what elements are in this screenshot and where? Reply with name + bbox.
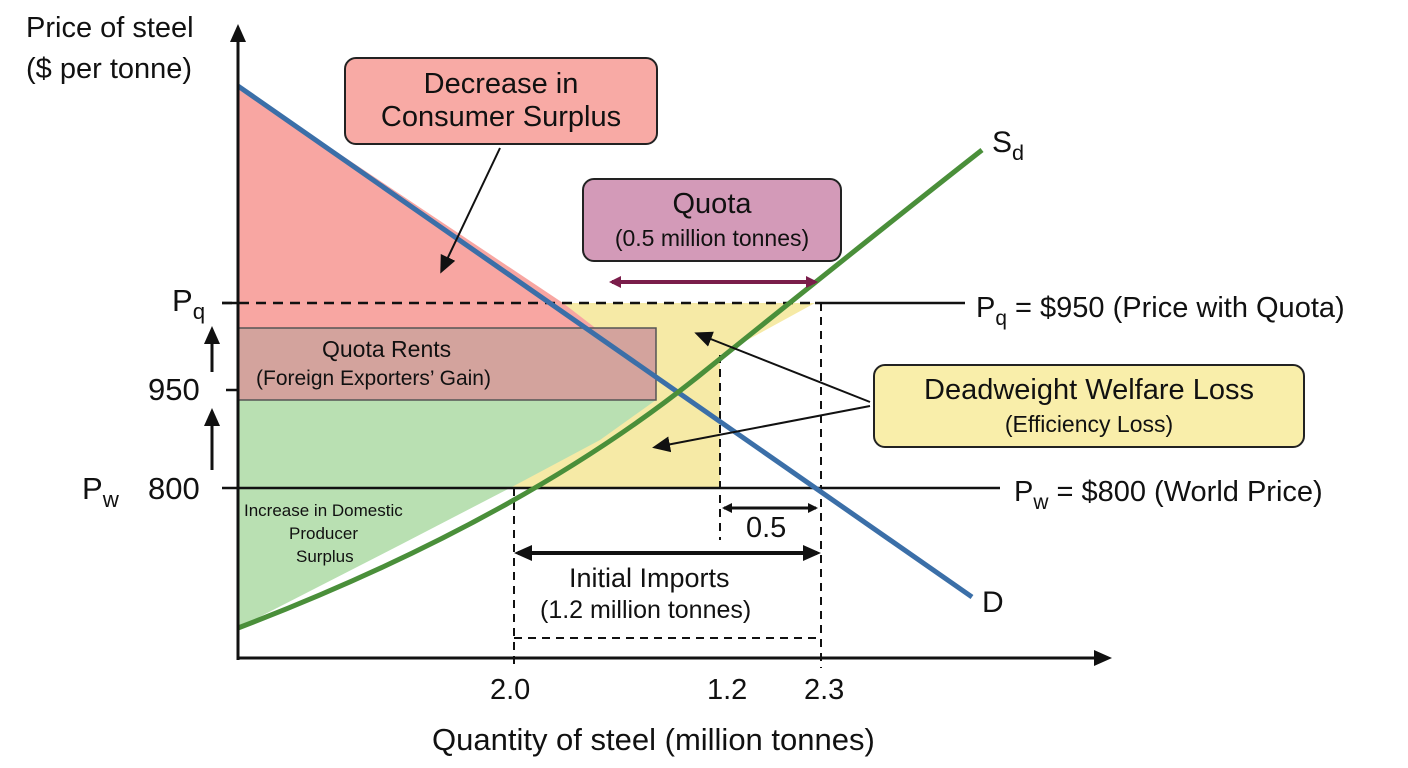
producer-surplus-line2: Producer	[289, 524, 358, 543]
producer-surplus-line3: Surplus	[296, 547, 354, 566]
dwl-pointer-upper	[694, 331, 871, 403]
y-axis-title-line2: ($ per tonne)	[26, 53, 193, 85]
world-price-label: Pw = $800 (World Price)	[1014, 476, 1323, 514]
deadweight-loss-callout[interactable]: Deadweight Welfare Loss (Efficiency Loss…	[873, 364, 1305, 448]
x-tick-label: 2.0	[490, 674, 531, 706]
quota-price-label: Pq = $950 (Price with Quota)	[976, 292, 1345, 330]
demand-curve	[236, 83, 974, 600]
consumer-surplus-callout[interactable]: Decrease in Consumer Surplus	[344, 57, 658, 145]
y-tick-label-pq: Pq	[172, 283, 206, 325]
quota-callout-sub: (0.5 million tonnes)	[614, 225, 810, 251]
quota-rents-sub: (Foreign Exporters’ Gain)	[256, 367, 491, 390]
demand-curve-label: D	[982, 586, 1004, 619]
consumer-callout-line2: Consumer Surplus	[380, 101, 622, 133]
x-tick-label: 1.2	[707, 674, 748, 706]
y-tick-label-950: 950	[148, 372, 200, 407]
consumer-surplus-lower	[238, 303, 598, 329]
initial-imports-sub: (1.2 million tonnes)	[540, 596, 752, 624]
dwl-pointer-lower	[652, 405, 871, 453]
gap-label: 0.5	[746, 512, 787, 544]
quota-callout-title: Quota	[672, 188, 752, 220]
x-tick-label: 2.3	[804, 674, 845, 706]
quota-callout[interactable]: Quota (0.5 million tonnes)	[582, 178, 842, 262]
initial-imports-title: Initial Imports	[569, 563, 730, 593]
quota-rents-title: Quota Rents	[322, 336, 452, 362]
consumer-callout-line1: Decrease in	[423, 68, 579, 100]
producer-surplus-area	[238, 400, 656, 628]
consumer-pointer	[440, 147, 501, 274]
supply-curve-label: Sd	[992, 126, 1025, 166]
dwl-callout-title: Deadweight Welfare Loss	[924, 374, 1254, 406]
quota-rents-area[interactable]	[237, 327, 657, 401]
y-tick-label-800: 800	[148, 471, 200, 506]
y-axis-title-line1: Price of steel	[26, 12, 194, 44]
y-tick-label-pw: Pw	[82, 471, 119, 513]
dwl-callout-sub: (Efficiency Loss)	[1004, 411, 1174, 437]
x-axis-title: Quantity of steel (million tonnes)	[432, 722, 875, 757]
supply-curve	[237, 148, 984, 631]
producer-surplus-line1: Increase in Domestic	[244, 501, 403, 520]
